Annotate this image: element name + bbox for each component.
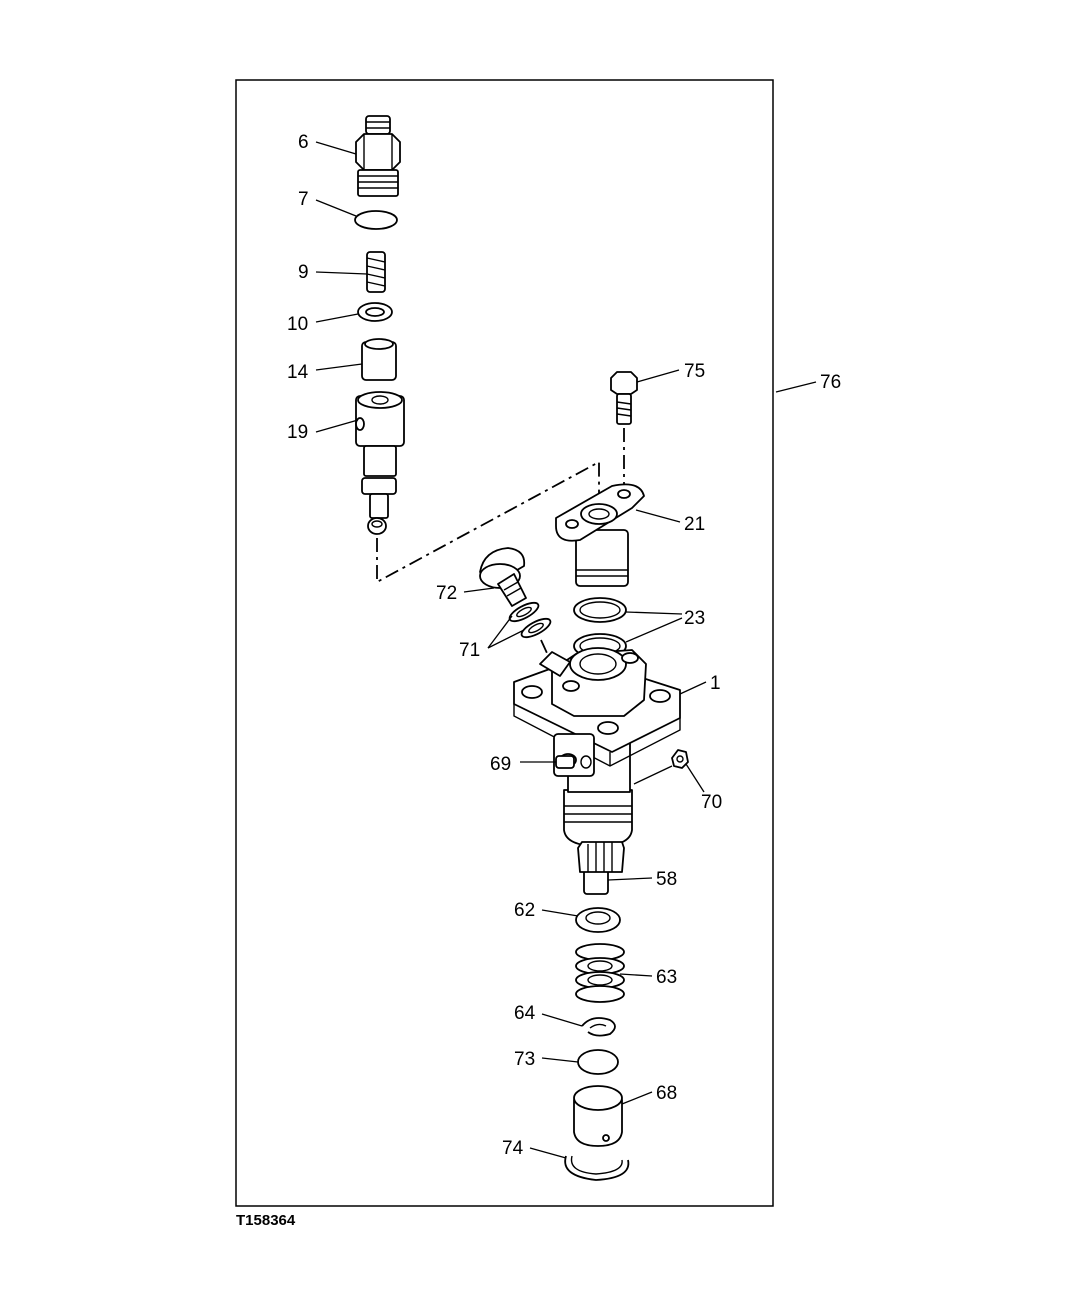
- callout-14: 14: [287, 362, 309, 383]
- callout-75: 75: [684, 361, 705, 382]
- part-73-shim: [577, 1049, 619, 1075]
- callout-7: 7: [298, 189, 309, 210]
- part-70-screw: [671, 749, 689, 769]
- callout-76: 76: [820, 372, 841, 393]
- callout-21: 21: [684, 514, 705, 535]
- callout-72: 72: [436, 583, 457, 604]
- part-58-control-sleeve: [577, 841, 625, 895]
- part-21-flange-holder: [555, 483, 645, 587]
- callout-64: 64: [514, 1003, 536, 1024]
- assembly-frame: [235, 79, 774, 1207]
- part-63-plunger-spring: [575, 943, 625, 1003]
- part-64-lower-spring-seat: [581, 1017, 616, 1037]
- alignment-line-71-to-1: [540, 639, 553, 665]
- part-10-washer: [357, 302, 393, 322]
- part-71-seal-washers: [508, 601, 552, 639]
- callout-69: 69: [490, 754, 511, 775]
- callout-6: 6: [298, 132, 309, 153]
- callout-68: 68: [656, 1083, 677, 1104]
- part-69-screw: [555, 755, 575, 769]
- callout-9: 9: [298, 262, 309, 283]
- callout-19: 19: [287, 422, 308, 443]
- callout-73: 73: [514, 1049, 535, 1070]
- callout-62: 62: [514, 900, 535, 921]
- callout-74: 74: [502, 1138, 524, 1159]
- callout-23: 23: [684, 608, 705, 629]
- callout-70: 70: [701, 792, 722, 813]
- part-6-delivery-valve-holder: [355, 115, 401, 197]
- leader-lines: [315, 141, 817, 1159]
- part-1-pump-housing: [513, 647, 681, 847]
- part-72-banjo-bolt: [479, 547, 527, 607]
- part-7-o-ring: [354, 210, 398, 230]
- callout-1: 1: [710, 673, 721, 694]
- callout-63: 63: [656, 967, 677, 988]
- part-14-delivery-valve: [361, 338, 397, 381]
- part-68-tappet: [573, 1085, 623, 1147]
- callout-10: 10: [287, 314, 308, 335]
- part-74-snap-ring: [564, 1155, 630, 1181]
- alignment-line-19-to-21: [376, 460, 600, 584]
- part-9-spring: [366, 251, 386, 293]
- callout-71: 71: [459, 640, 480, 661]
- figure-id: T158364: [236, 1212, 296, 1229]
- part-19-plunger-barrel: [355, 391, 405, 535]
- part-62-spring-seat: [575, 907, 621, 933]
- callout-58: 58: [656, 869, 677, 890]
- part-75-bolt: [610, 371, 638, 425]
